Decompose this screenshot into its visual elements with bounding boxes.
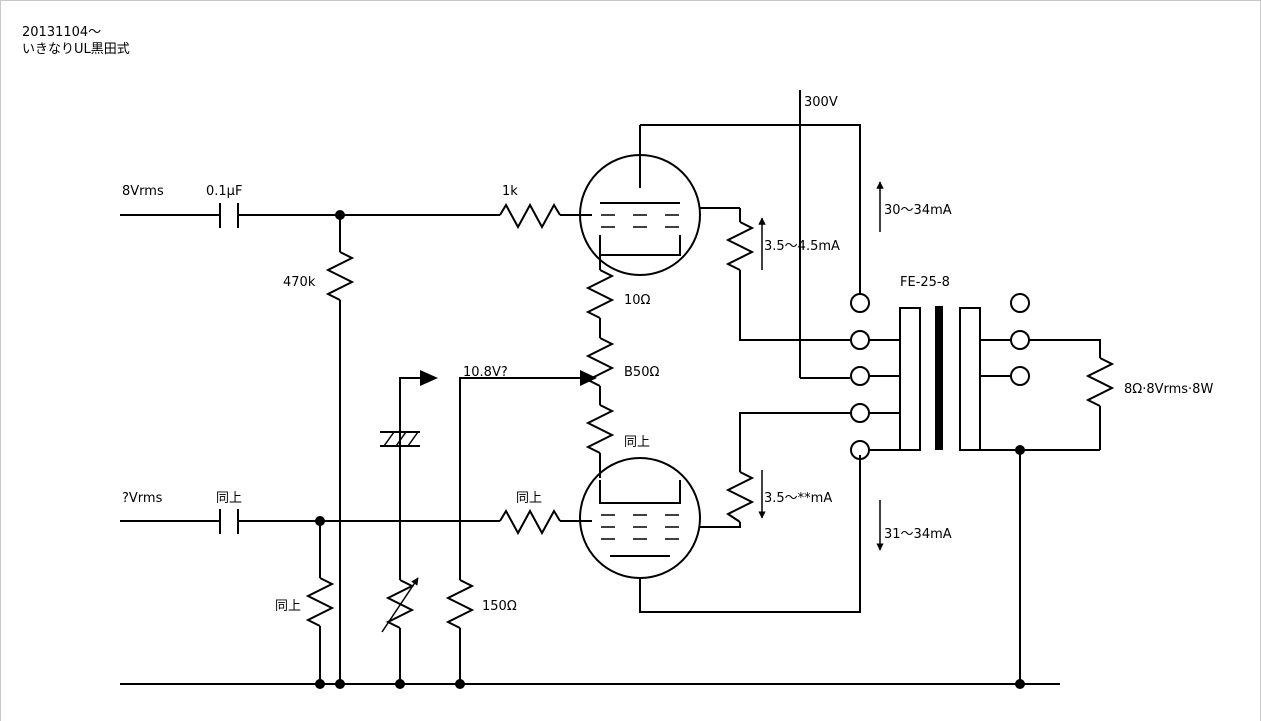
screen-current-lower-label: 3.5～**mA — [764, 491, 832, 506]
bias-resistor — [445, 579, 475, 684]
output-transformer — [850, 293, 1115, 684]
cathode-chain — [459, 255, 615, 580]
lower-screen-resistor — [700, 412, 850, 528]
date-label: 20131104～ — [22, 25, 102, 40]
input-top-label: 8Vrms — [122, 184, 164, 199]
junction-dots — [315, 210, 1025, 689]
lower-input-path — [120, 508, 592, 536]
lower-grid-leak — [305, 521, 335, 684]
same-as-above-label-1: 同上 — [624, 435, 650, 450]
upper-current-label: 30～34mA — [884, 203, 952, 218]
grid-leak-label: 470k — [283, 275, 316, 290]
upper-screen-resistor — [700, 207, 850, 341]
grid-leak-resistor — [325, 215, 355, 684]
bias-variable-resistor — [380, 370, 438, 684]
same-as-above-leak-label: 同上 — [275, 599, 301, 614]
upper-plate-wire — [640, 124, 861, 295]
same-as-above-cap-label: 同上 — [216, 491, 242, 506]
load-label: 8Ω·8Vrms·8W — [1124, 382, 1213, 397]
cathode-resistor-label: 10Ω — [624, 293, 651, 308]
supply-voltage-label: 300V — [804, 95, 838, 110]
coupling-cap-label: 0.1μF — [206, 184, 242, 199]
transformer-label: FE-25-8 — [900, 275, 950, 290]
balance-pot-label: B50Ω — [624, 365, 659, 380]
grid-resistor-label: 1k — [502, 184, 518, 199]
screen-current-upper-label: 3.5～4.5mA — [764, 239, 840, 254]
top-input-path — [120, 202, 592, 230]
bias-voltage-label: 10.8V? — [463, 365, 508, 380]
input-bottom-label: ?Vrms — [122, 491, 163, 506]
upper-tube — [579, 125, 701, 276]
lower-tube — [579, 455, 861, 613]
supply-rail — [799, 90, 850, 379]
same-as-above-grid-label: 同上 — [516, 491, 542, 506]
bias-resistor-label: 150Ω — [482, 599, 517, 614]
title-label: いきなりUL黒田式 — [22, 42, 130, 57]
lower-current-label: 31～34mA — [884, 527, 952, 542]
